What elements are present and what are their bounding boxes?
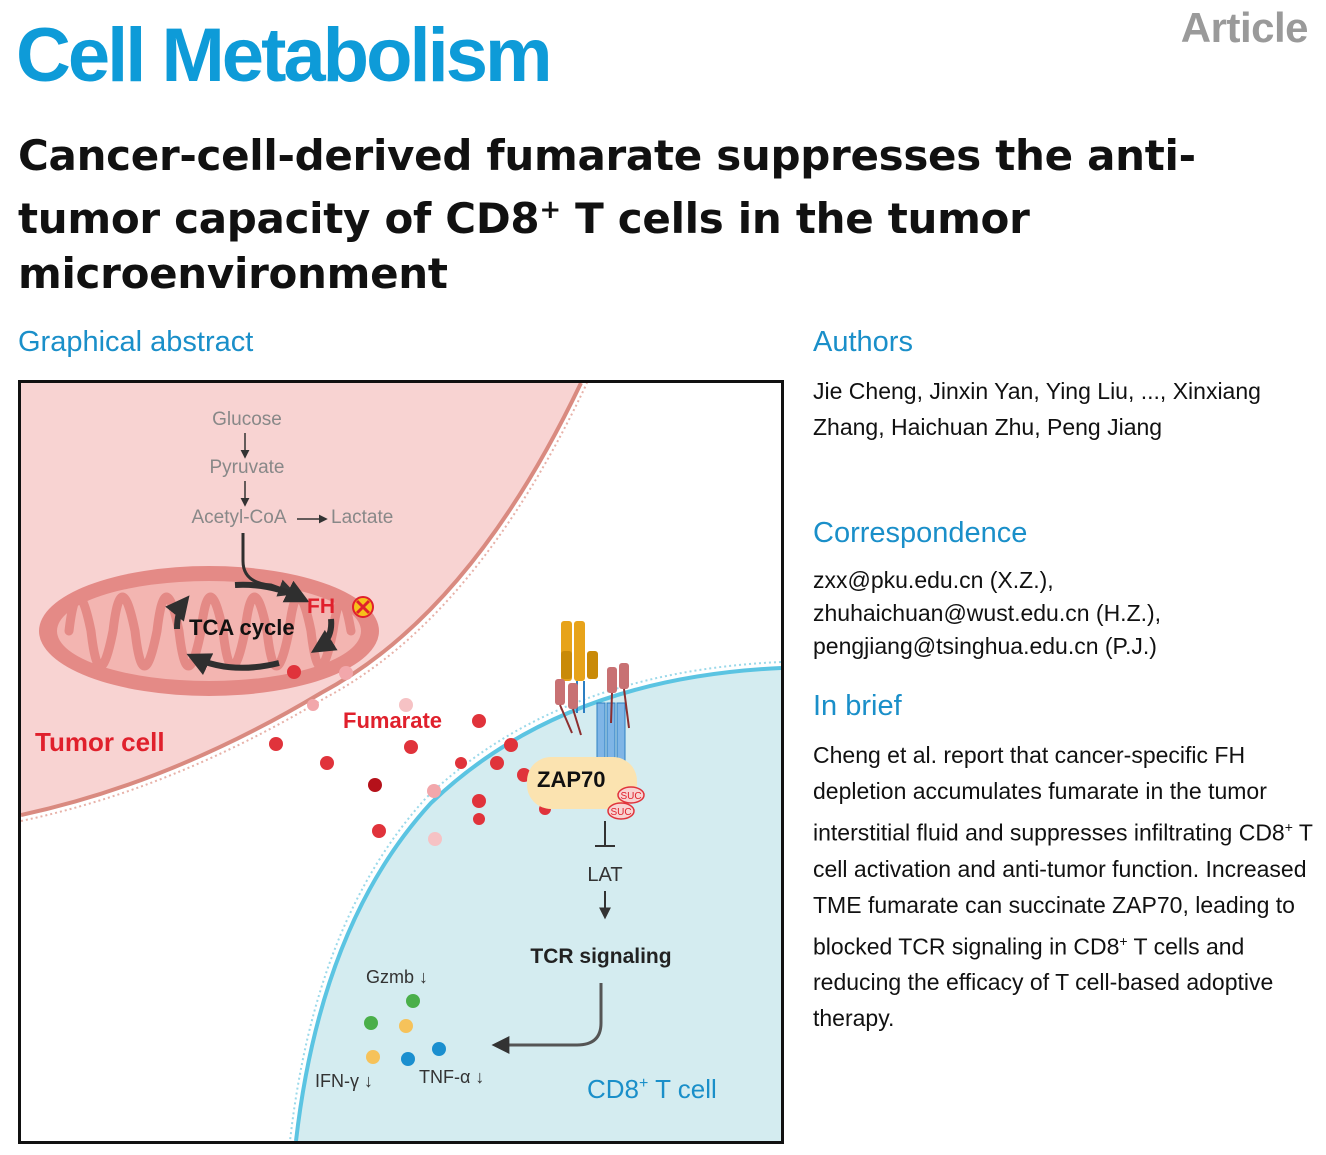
suc-label-1: SUC <box>620 791 641 802</box>
pyruvate-label: Pyruvate <box>210 457 285 478</box>
tcr-receptor <box>555 621 630 764</box>
cd8-label-sup: + <box>639 1075 648 1092</box>
in-brief-seg-3: T cells and reducing the efficacy of T c… <box>813 933 1274 1032</box>
ifn-gamma-label: IFN-γ ↓ <box>315 1071 373 1091</box>
t-cell-region <box>296 668 781 1141</box>
in-brief-heading: In brief <box>813 690 902 722</box>
in-brief-text: Cheng et al. report that cancer-specific… <box>813 737 1313 1036</box>
in-brief-sup-2: + <box>1119 932 1128 949</box>
in-brief-sup-1: + <box>1284 819 1293 835</box>
graphical-abstract-svg: Glucose Pyruvate Acetyl-CoA Lactate TCA … <box>21 383 781 1141</box>
glucose-label: Glucose <box>212 409 282 430</box>
suc-label-2: SUC <box>610 807 631 818</box>
in-brief-seg-1: Cheng et al. report that cancer-specific… <box>813 742 1285 846</box>
succinyl-mark-2 <box>607 802 635 820</box>
title-part-1: Cancer-cell-derived fumarate suppresses … <box>18 131 1196 243</box>
tumor-cell-membrane <box>21 383 583 817</box>
authors-heading: Authors <box>813 326 913 358</box>
fh-inhibit-icon <box>352 596 374 618</box>
cd8-t-cell-label: CD8+ T cell <box>587 1074 717 1104</box>
zap70-protein <box>527 757 637 809</box>
correspondence-section: Correspondence zxx@pku.edu.cn (X.Z.), zh… <box>813 517 1313 663</box>
tnf-alpha-label: TNF-α ↓ <box>419 1067 484 1087</box>
article-title: Cancer-cell-derived fumarate suppresses … <box>18 128 1308 301</box>
t-cell-membrane <box>294 666 781 1141</box>
tumor-cell-label: Tumor cell <box>35 727 165 757</box>
acetyl-coa-label: Acetyl-CoA <box>191 507 286 528</box>
correspondence-email-1[interactable]: zxx@pku.edu.cn (X.Z.), <box>813 567 1054 593</box>
tca-cycle-label: TCA cycle <box>189 615 295 640</box>
journal-name: Cell Metabolism <box>16 13 553 98</box>
tcr-signaling-label: TCR signaling <box>530 945 671 968</box>
graphical-abstract-figure: Glucose Pyruvate Acetyl-CoA Lactate TCA … <box>18 380 784 1144</box>
article-type-label: Article <box>1180 4 1309 51</box>
lat-label: LAT <box>587 864 622 886</box>
in-brief-seg-2: T cell activation and anti-tumor functio… <box>813 819 1313 960</box>
fh-label: FH <box>307 595 335 618</box>
fumarate-molecules <box>269 665 551 846</box>
cytokine-molecules <box>364 994 446 1066</box>
fumarate-label: Fumarate <box>343 708 442 733</box>
in-brief-section: In brief Cheng et al. report that cancer… <box>813 690 1313 1036</box>
cd8-label-main: CD8 <box>587 1074 639 1104</box>
title-superscript: + <box>539 195 561 225</box>
correspondence-email-3[interactable]: pengjiang@tsinghua.edu.cn (P.J.) <box>813 633 1157 659</box>
authors-section: Authors Jie Cheng, Jinxin Yan, Ying Liu,… <box>813 326 1313 445</box>
zap70-label: ZAP70 <box>537 767 605 792</box>
authors-list: Jie Cheng, Jinxin Yan, Ying Liu, ..., Xi… <box>813 378 1261 440</box>
gzmb-label: Gzmb ↓ <box>366 967 428 987</box>
correspondence-emails: zxx@pku.edu.cn (X.Z.), zhuhaichuan@wust.… <box>813 564 1313 663</box>
cd8-label-rest: T cell <box>648 1074 716 1104</box>
correspondence-email-2[interactable]: zhuhaichuan@wust.edu.cn (H.Z.), <box>813 600 1162 626</box>
graphical-abstract-heading: Graphical abstract <box>18 326 254 358</box>
lactate-label: Lactate <box>331 507 393 528</box>
succinyl-mark-1 <box>617 786 645 804</box>
correspondence-heading: Correspondence <box>813 517 1028 549</box>
title-part-2: T cells in the tumor microenvironment <box>18 194 1030 298</box>
